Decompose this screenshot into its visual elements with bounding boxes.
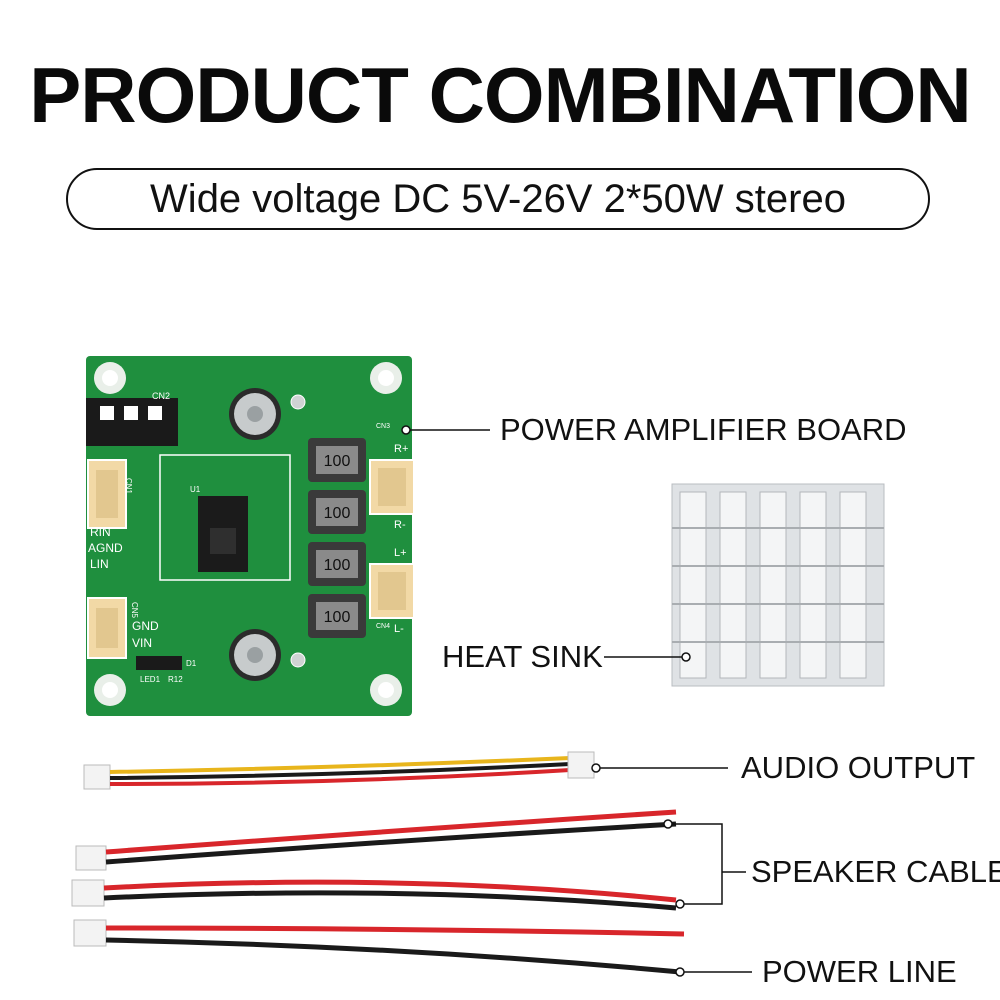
inductor-label: 100 [324,453,351,470]
page-title: PRODUCT COMBINATION [29,51,972,139]
silk-r-minus: R- [394,519,406,531]
silk-gnd: GND [132,619,159,633]
amplifier-board: CN2 CN1 CN5 RIN AGND LIN GND VIN R+ R- L… [86,356,415,716]
callout-heatsink-label: HEAT SINK [442,639,603,674]
speaker-cable [71,809,677,911]
silk-cn1: CN1 [124,478,133,495]
heat-sink [671,483,885,687]
amplifier-ic [159,454,291,581]
silk-cn5: CN5 [130,602,139,619]
inductor-label: 100 [324,609,351,626]
inductor-label: 100 [324,557,351,574]
inductor-label: 100 [324,505,351,522]
input-connector-cn1 [87,459,127,529]
callout-power-label: POWER LINE [762,954,957,989]
power-line-cable [73,919,685,975]
callout-leaders [401,425,752,977]
silk-cn2: CN2 [152,391,170,401]
silk-l-plus: L+ [394,547,407,559]
inductors [308,438,366,638]
silk-r12: R12 [168,675,183,684]
silk-u1: U1 [190,485,201,494]
mounting-holes [94,362,402,706]
silk-vin: VIN [132,636,152,650]
output-connector-cn4 [369,563,415,619]
audio-output-cable [83,751,595,790]
audio-jack [86,398,178,446]
silk-lin: LIN [90,557,109,571]
subtitle-pill: Wide voltage DC 5V-26V 2*50W stereo [66,168,930,230]
silk-agnd: AGND [88,541,123,555]
silk-led1: LED1 [140,675,161,684]
silk-rin: RIN [90,525,111,539]
silk-cn3: CN3 [376,423,390,430]
callout-speaker-label: SPEAKER CABLE [751,854,1000,889]
power-connector-cn5 [87,597,127,659]
callout-board-label: POWER AMPLIFIER BOARD [500,412,907,447]
electrolytic-capacitor-bottom [229,629,281,681]
diode-d1 [136,656,182,670]
subtitle-text: Wide voltage DC 5V-26V 2*50W stereo [150,176,846,221]
silk-d1: D1 [186,659,197,668]
electrolytic-capacitor-top [229,388,281,440]
callout-audio-label: AUDIO OUTPUT [741,750,976,785]
silk-l-minus: L- [394,623,404,635]
output-connector-cn3 [369,459,415,515]
silk-r-plus: R+ [394,443,408,455]
silk-cn4: CN4 [376,623,390,630]
